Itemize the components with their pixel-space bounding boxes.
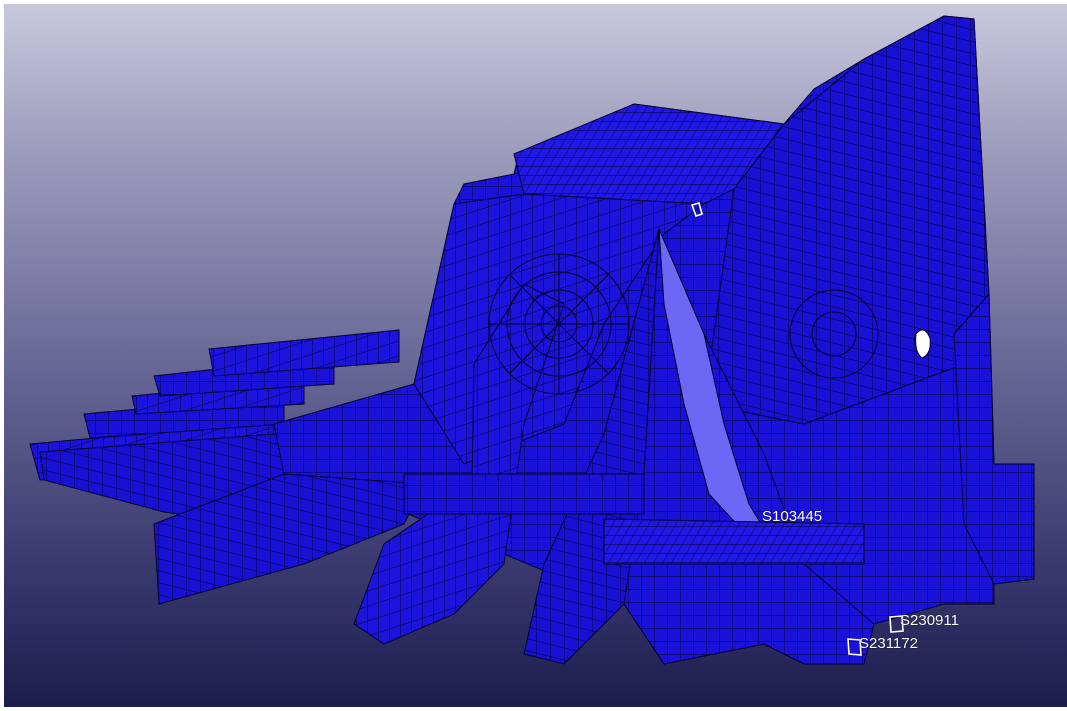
element-label-s103445: S103445 [762,508,823,525]
element-label-s231172: S231172 [859,635,918,652]
fem-mesh-model[interactable] [4,4,1067,707]
central-ribs [153,227,875,665]
model-hole [915,329,931,359]
element-label-s230911: S230911 [900,612,959,629]
bolt-pattern [488,253,879,395]
fem-model-viewport[interactable]: S103445 S230911 S231172 [4,4,1067,707]
selected-element-marker[interactable] [889,615,904,633]
selected-element-marker[interactable] [847,638,862,656]
selected-element-marker[interactable] [690,202,703,218]
